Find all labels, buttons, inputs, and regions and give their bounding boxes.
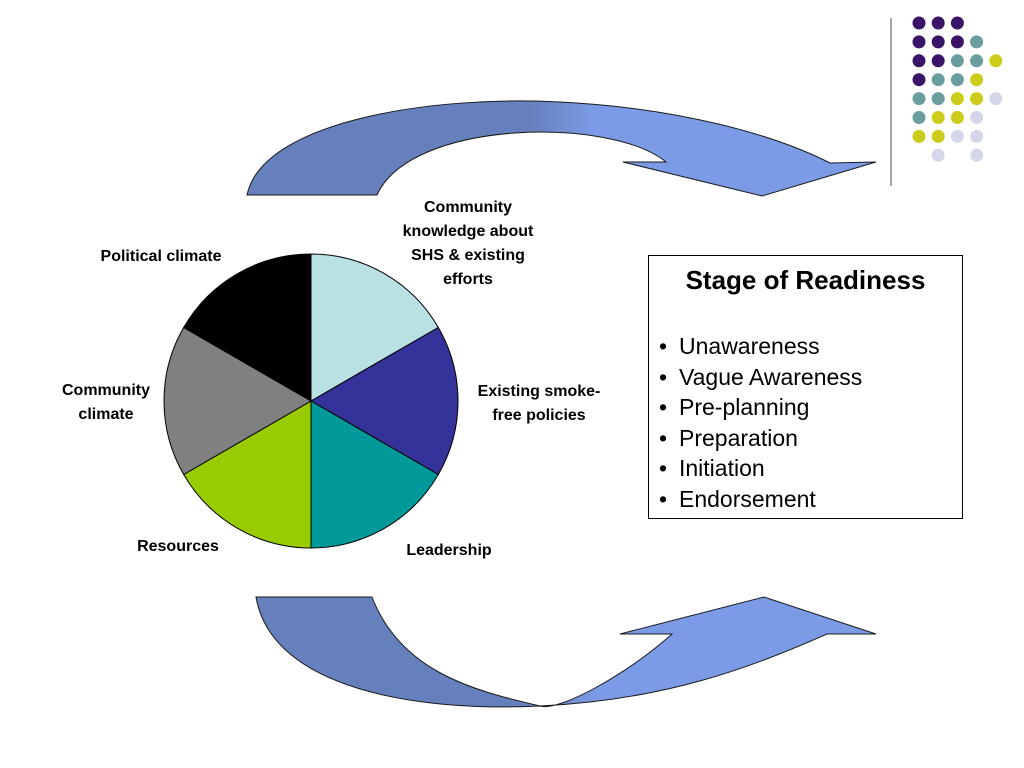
stage-item: •Initiation <box>659 453 862 484</box>
label-political-climate: Political climate <box>100 248 222 265</box>
pie-wedge-community-climate <box>163 326 313 476</box>
bullet-icon: • <box>659 485 668 512</box>
pie-wedge-resources <box>183 400 312 549</box>
decorative-dot <box>970 35 984 49</box>
stage-of-readiness-box: Stage of Readiness •Unawareness •Vague A… <box>648 255 963 519</box>
pie-wedge-political-climate <box>183 253 312 402</box>
decorative-dot <box>989 92 1003 106</box>
label-leadership: Leadership <box>406 542 492 559</box>
decorative-dot <box>950 92 964 106</box>
decorative-dot <box>950 129 964 143</box>
decorative-dot <box>931 73 945 87</box>
decorative-dot <box>912 92 926 106</box>
decorative-dot-grid <box>912 16 1003 162</box>
label-smoke-free-policies: Existing smoke- free policies <box>477 383 601 424</box>
pie-wedge-smoke-free-policies <box>309 326 459 476</box>
stage-item: •Pre-planning <box>659 392 862 423</box>
decorative-dot <box>989 54 1003 68</box>
decorative-dot <box>912 73 926 87</box>
decorative-dot <box>950 54 964 68</box>
decorative-dot <box>970 111 984 124</box>
decorative-dot <box>912 111 926 124</box>
label-resources: Resources <box>137 538 219 555</box>
bullet-icon: • <box>659 333 668 359</box>
decorative-dot <box>950 35 964 49</box>
decorative-dot <box>931 148 945 162</box>
pie-wedge-leadership <box>310 400 439 549</box>
decorative-dot <box>912 35 926 49</box>
decorative-dot <box>950 73 964 87</box>
stage-item: •Vague Awareness <box>659 362 862 393</box>
bullet-icon: • <box>659 424 668 451</box>
decorative-dot <box>970 148 984 162</box>
decorative-dot <box>970 92 984 106</box>
label-community-climate: Community climate <box>62 382 150 423</box>
bottom-cycle-arrow <box>255 596 877 708</box>
decorative-dot <box>970 73 984 87</box>
label-community-knowledge: Community knowledge about SHS & existing… <box>402 199 534 288</box>
decorative-dot <box>931 54 945 68</box>
stage-item: •Endorsement <box>659 484 862 515</box>
decorative-dot <box>912 54 926 68</box>
readiness-title: Stage of Readiness <box>685 265 926 295</box>
top-cycle-arrow <box>246 100 877 197</box>
decorative-dot <box>912 129 926 143</box>
bullet-icon: • <box>659 455 668 481</box>
bullet-icon: • <box>659 394 668 420</box>
decorative-dot <box>970 54 984 68</box>
stage-item: •Unawareness <box>659 331 862 362</box>
decorative-dot <box>931 35 945 49</box>
stage-item: •Preparation <box>659 423 862 454</box>
bullet-icon: • <box>659 363 668 390</box>
decorative-dot <box>931 111 945 124</box>
decorative-dot <box>931 16 945 30</box>
decorative-dot <box>931 92 945 106</box>
readiness-dimensions-pie <box>163 253 459 549</box>
decorative-dot <box>950 111 964 124</box>
pie-wedge-community-knowledge <box>310 253 439 402</box>
decorative-dot <box>931 129 945 143</box>
decorative-dot <box>970 129 984 143</box>
decorative-dot <box>950 16 964 30</box>
decorative-dot <box>912 16 926 30</box>
readiness-stage-list: •Unawareness •Vague Awareness •Pre-plann… <box>659 331 862 514</box>
